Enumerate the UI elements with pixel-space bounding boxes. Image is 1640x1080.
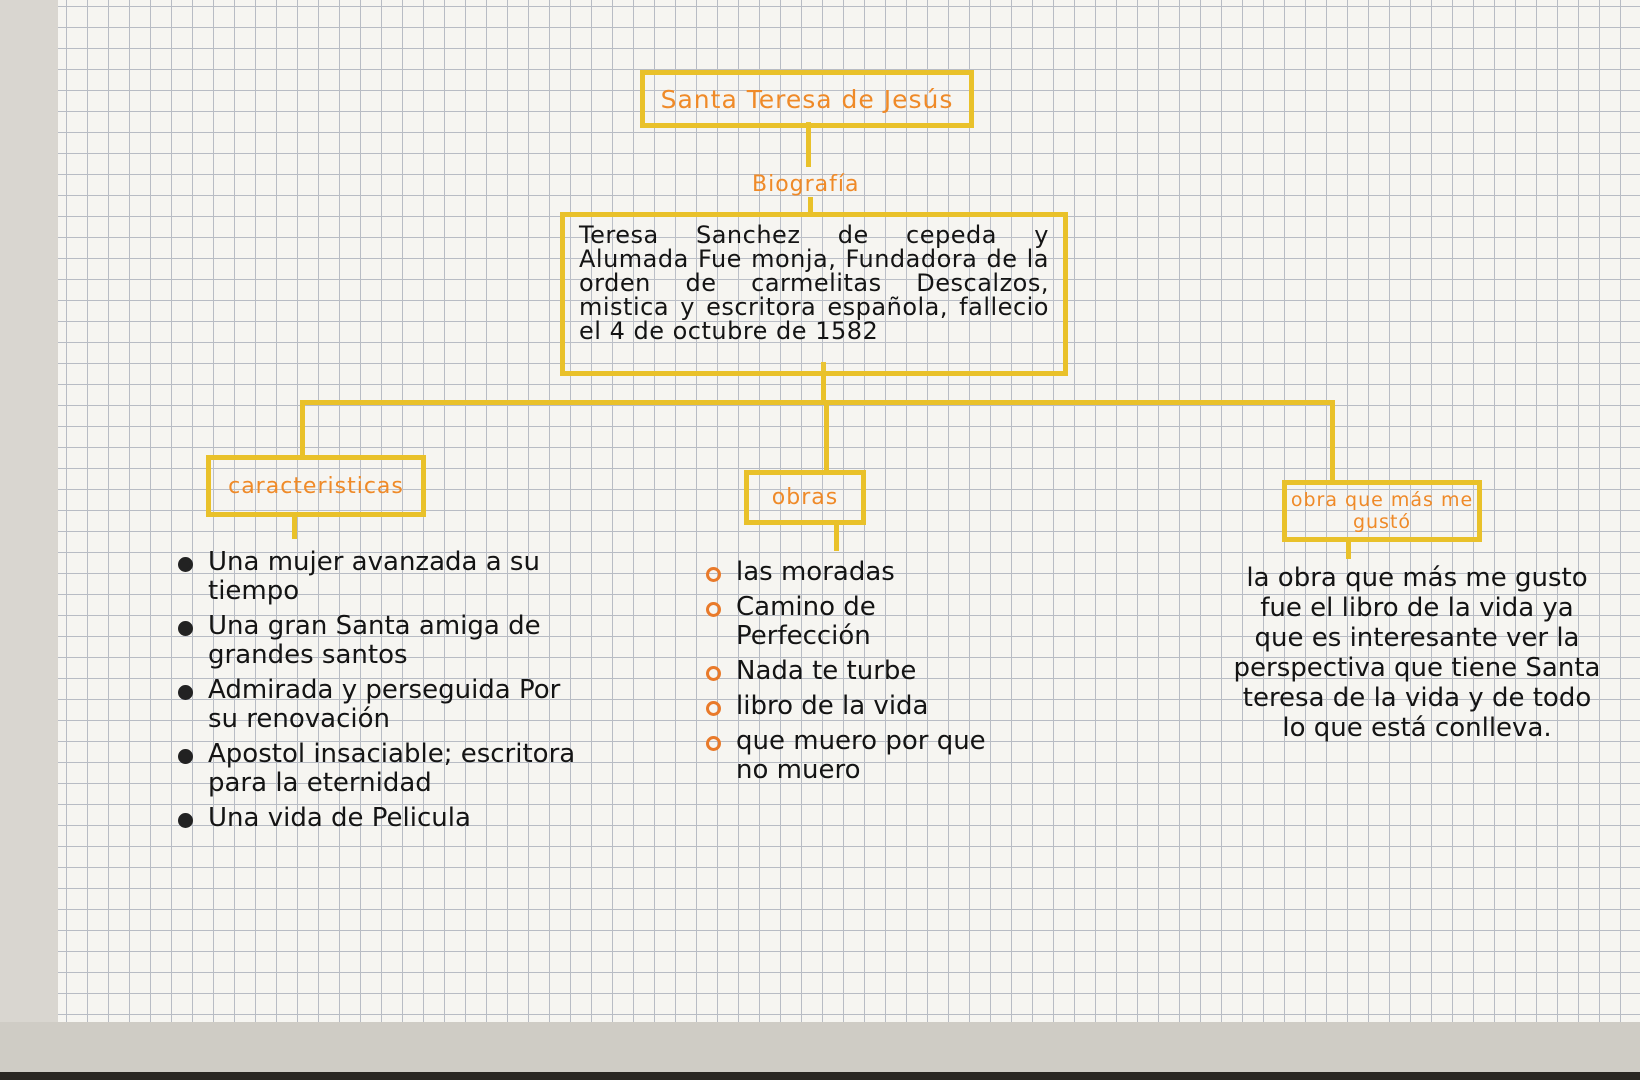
branch-label-obras: obras [771, 485, 839, 510]
bullet-icon [706, 736, 721, 751]
connector-title-bio [806, 122, 811, 167]
list-item: Una gran Santa amiga de grandes santos [178, 612, 598, 670]
branch-label-favorita: obra que más me gustó [1290, 489, 1474, 533]
bio-text: Teresa Sanchez de cepeda y Alumada Fue m… [579, 221, 1049, 345]
branch-box-favorita: obra que más me gustó [1282, 480, 1482, 542]
connector-middle-drop [824, 400, 829, 472]
list-item: Camino de Perfección [706, 593, 986, 651]
connector-biolabel-box [808, 197, 813, 213]
bullet-icon [706, 701, 721, 716]
list-item: Nada te turbe [706, 657, 986, 686]
table-edge [0, 1072, 1640, 1080]
list-item: que muero por que no muero [706, 727, 986, 785]
connector-middle-stub [834, 521, 839, 551]
bullet-icon [178, 813, 193, 828]
connector-horizontal [300, 400, 1335, 405]
list-item: Una mujer avanzada a su tiempo [178, 548, 598, 606]
connector-left-stub [292, 513, 297, 539]
list-obras: las moradas Camino de Perfección Nada te… [706, 558, 986, 791]
list-item: libro de la vida [706, 692, 986, 721]
bullet-icon [706, 666, 721, 681]
bio-box: Teresa Sanchez de cepeda y Alumada Fue m… [560, 212, 1068, 376]
connector-right-stub [1346, 537, 1351, 559]
bullet-icon [178, 749, 193, 764]
bio-label: Biografía [752, 172, 860, 197]
bullet-icon [706, 567, 721, 582]
favorita-text: la obra que más me gusto fue el libro de… [1233, 563, 1601, 743]
list-item: Admirada y perseguida Por su renovación [178, 676, 598, 734]
bullet-icon [178, 557, 193, 572]
list-caracteristicas: Una mujer avanzada a su tiempo Una gran … [178, 548, 598, 839]
table-surface [0, 1022, 1640, 1080]
list-item: Apostol insaciable; escritora para la et… [178, 740, 598, 798]
branch-box-obras: obras [744, 470, 866, 525]
bullet-icon [706, 602, 721, 617]
grid-paper [58, 0, 1640, 1022]
list-item: Una vida de Pelicula [178, 804, 598, 833]
title-box: Santa Teresa de Jesús [640, 70, 974, 128]
title-text: Santa Teresa de Jesús [660, 84, 954, 114]
bullet-icon [178, 685, 193, 700]
bullet-icon [178, 621, 193, 636]
connector-bio-trunk [821, 362, 826, 402]
connector-right-drop [1330, 400, 1335, 482]
connector-left-drop [300, 400, 305, 456]
branch-box-caracteristicas: caracteristicas [206, 455, 426, 517]
list-item: las moradas [706, 558, 986, 587]
branch-label-caracteristicas: caracteristicas [228, 473, 404, 499]
